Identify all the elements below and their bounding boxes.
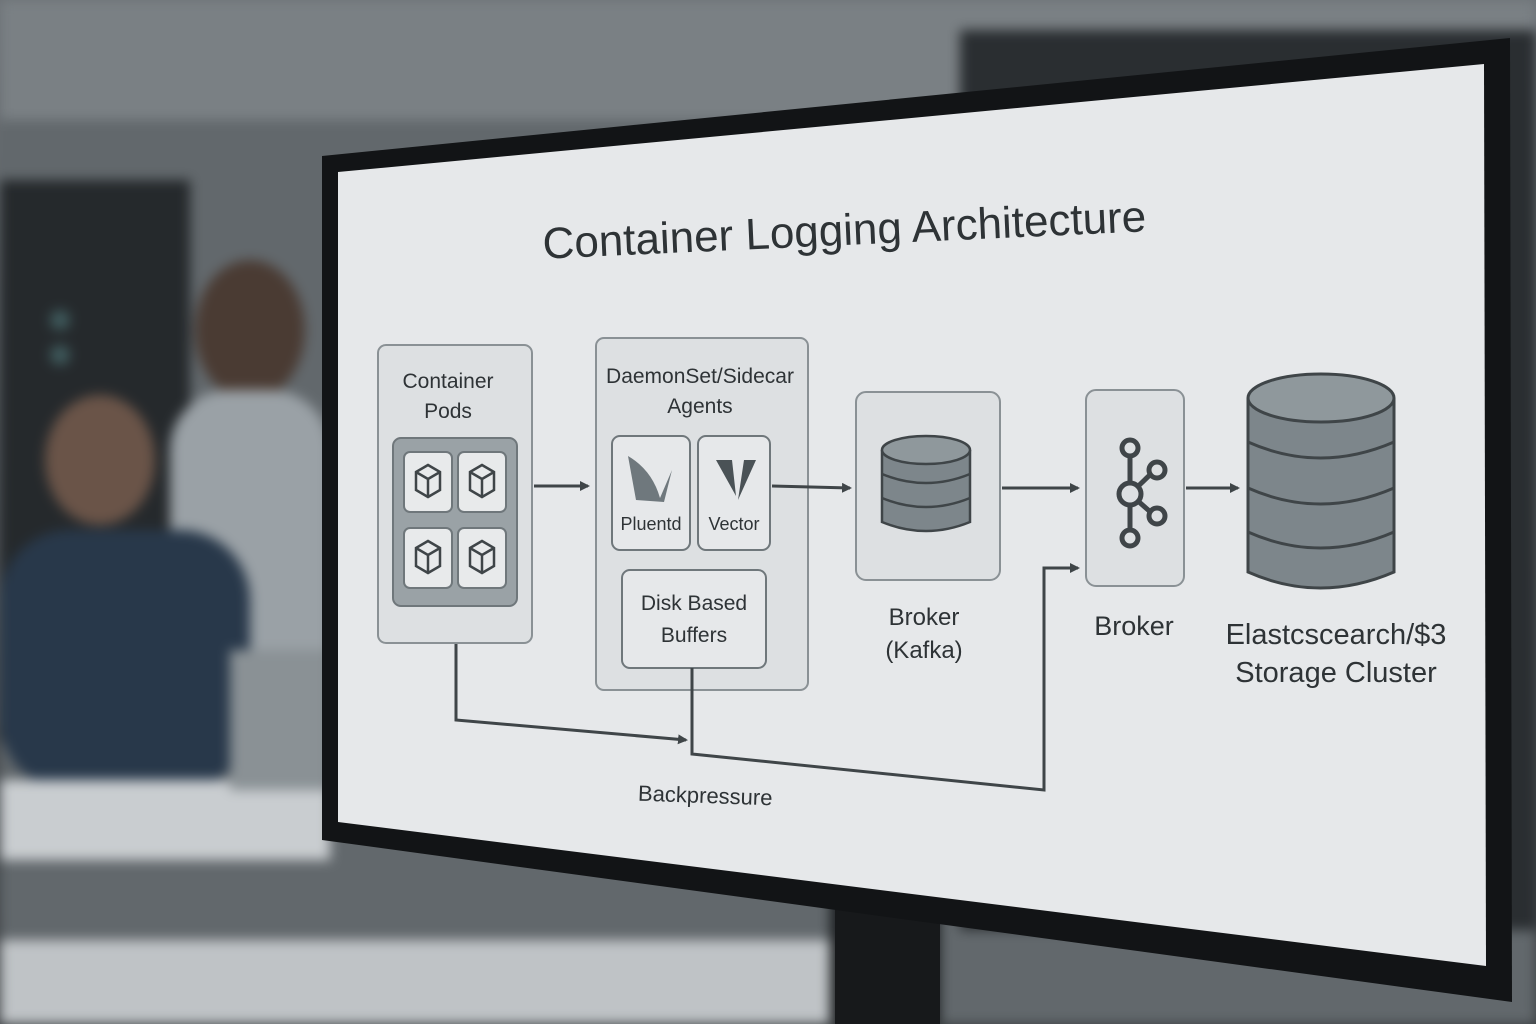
bird-icon — [628, 456, 672, 502]
node-broker: Broker — [1085, 389, 1185, 641]
pods-label-line2: Pods — [424, 400, 472, 423]
backpressure-label: Backpressure — [638, 781, 773, 811]
kafka-icon — [1116, 437, 1168, 549]
database-icon — [880, 434, 972, 533]
vector-box: Vector — [697, 435, 771, 551]
storage-label-line2: Storage Cluster — [1235, 657, 1437, 689]
buffers-label-line2: Buffers — [661, 624, 727, 647]
cube-icon — [403, 527, 453, 589]
storage-label-line1: Elastcscearch/$3 — [1226, 619, 1447, 651]
buffers-box: Disk Based Buffers — [621, 569, 767, 669]
person-standing — [195, 260, 305, 400]
pods-label-line1: Container — [402, 370, 493, 393]
arrow-pods-backpressure — [454, 644, 688, 745]
fluentd-box: Pluentd — [611, 435, 691, 551]
kafka-label-line1: Broker — [889, 604, 960, 631]
cube-icon — [403, 451, 453, 513]
agents-label-line2: Agents — [667, 395, 732, 418]
cube-icon — [457, 451, 507, 513]
agents-label-line1: DaemonSet/Sidecar — [606, 365, 794, 388]
arrow-agents-to-kafka — [771, 482, 852, 493]
person-seated — [45, 395, 155, 525]
vector-label: Vector — [708, 514, 759, 534]
database-icon — [1246, 372, 1396, 590]
kafka-label-line2: (Kafka) — [885, 637, 962, 664]
node-container-pods: Container Pods — [377, 344, 533, 644]
buffers-label-line1: Disk Based — [641, 592, 747, 615]
vector-icon — [716, 460, 756, 500]
broker-label: Broker — [1094, 611, 1174, 641]
node-storage: Elastcscearch/$3 Storage Cluster — [1226, 372, 1447, 689]
arrow-buffers-to-broker — [690, 563, 1080, 792]
flow-arrows — [454, 481, 1240, 792]
desk — [0, 780, 330, 860]
fluentd-label: Pluentd — [620, 514, 681, 534]
node-kafka: Broker (Kafka) — [855, 391, 1001, 664]
cube-icon — [457, 527, 507, 589]
node-agents: DaemonSet/Sidecar Agents Pluentd Vector … — [595, 337, 809, 691]
